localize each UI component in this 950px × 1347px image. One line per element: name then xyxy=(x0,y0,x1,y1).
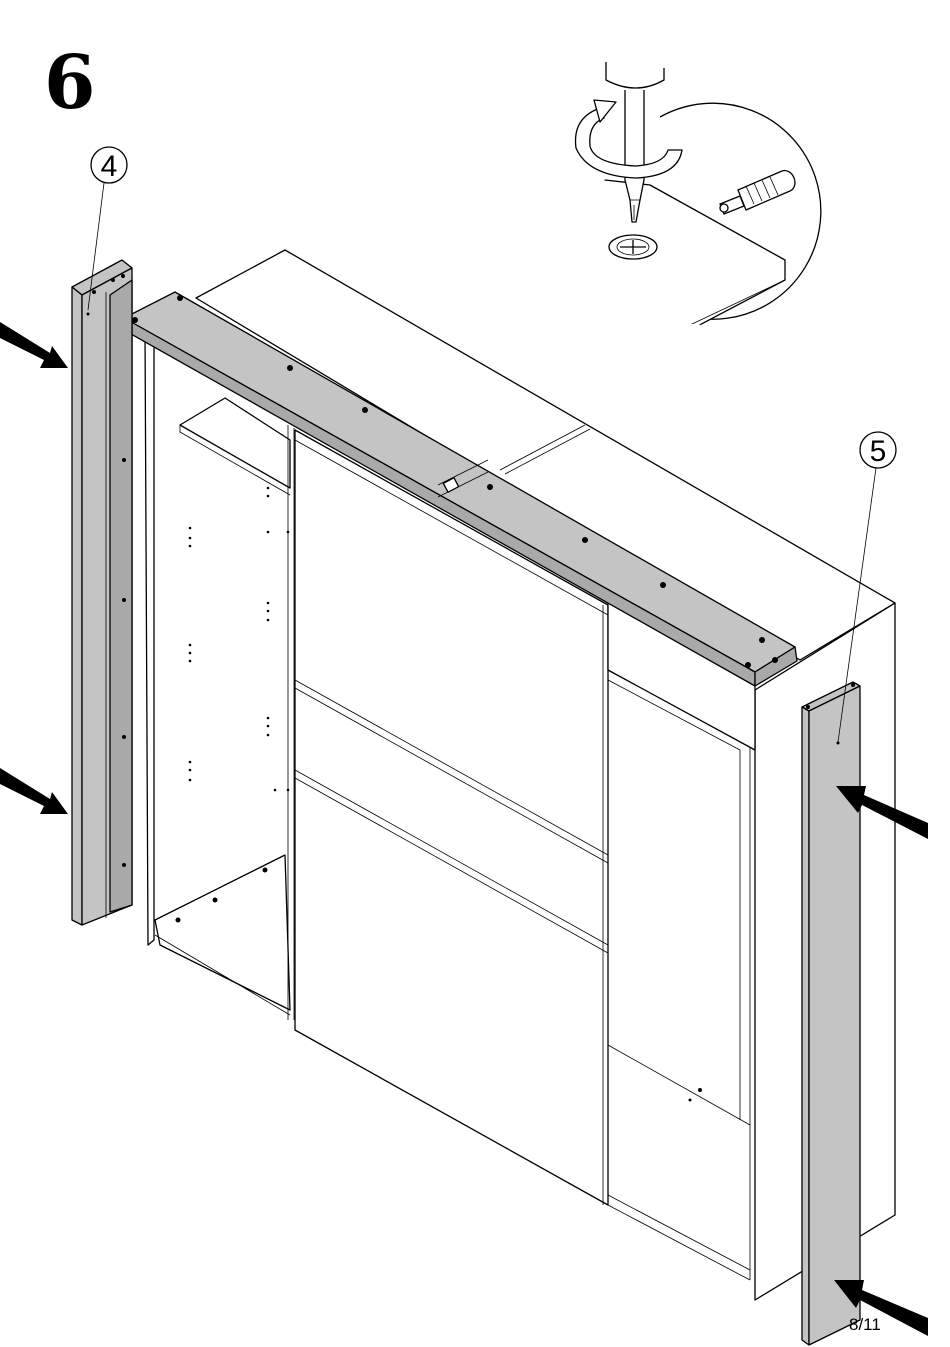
cam-lock-icon xyxy=(609,235,657,259)
callout-label: 4 xyxy=(101,150,118,183)
left-side-panel xyxy=(145,330,154,945)
page-number: 8/11 xyxy=(849,1315,881,1334)
step-number: 6 xyxy=(44,40,96,126)
part-4-panel xyxy=(72,260,132,925)
dowel-icon xyxy=(720,171,795,214)
part-5-panel xyxy=(802,682,860,1345)
callout-label: 5 xyxy=(870,435,887,468)
detail-inset xyxy=(560,62,821,330)
bottom-panel xyxy=(155,855,290,1010)
push-arrow-icon xyxy=(0,768,68,814)
push-arrow-icon xyxy=(0,322,68,368)
